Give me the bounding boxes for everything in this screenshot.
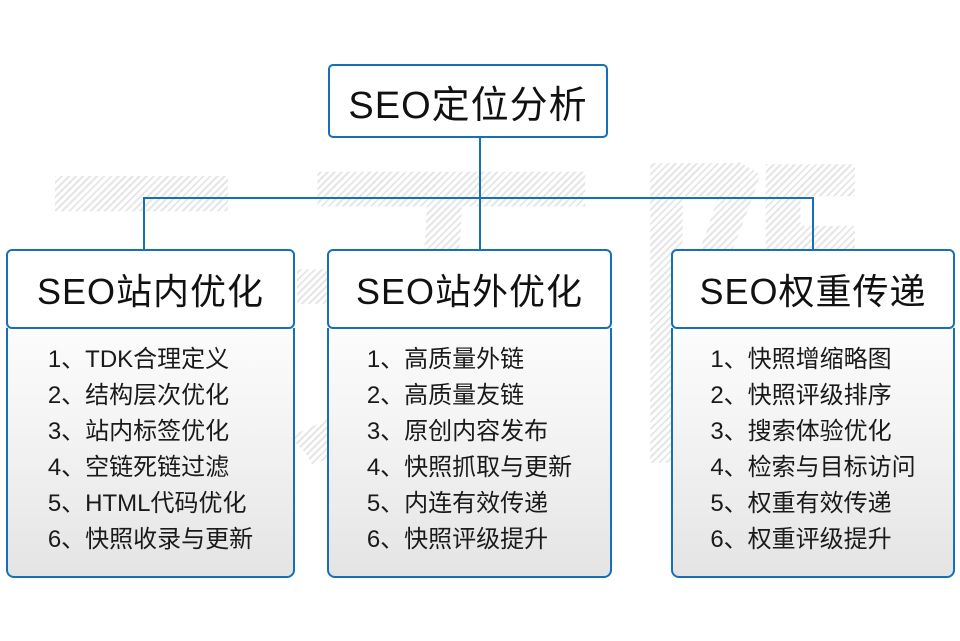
list-item-text: HTML代码优化	[85, 490, 247, 517]
list-item-text: 高质量外链	[404, 346, 525, 373]
list-item-index: 3、	[47, 418, 86, 445]
list-item: 1、快照增缩略图	[710, 342, 915, 378]
list-item: 2、结构层次优化	[48, 378, 253, 414]
branch-item-list: 1、TDK合理定义 2、结构层次优化 3、站内标签优化 4、空链死链过滤 5、H…	[48, 342, 253, 558]
list-item-index: 1、	[366, 346, 405, 373]
branch-body: 1、TDK合理定义 2、结构层次优化 3、站内标签优化 4、空链死链过滤 5、H…	[6, 328, 295, 578]
list-item-text: 站内标签优化	[85, 418, 230, 445]
list-item: 5、HTML代码优化	[48, 486, 253, 522]
list-item: 5、权重有效传递	[710, 486, 915, 522]
list-item: 3、站内标签优化	[48, 414, 253, 450]
list-item-index: 6、	[47, 526, 86, 553]
branch-header-label: SEO站外优化	[355, 271, 584, 312]
branch-header-label: SEO站内优化	[36, 271, 265, 312]
list-item: 4、检索与目标访问	[710, 450, 915, 486]
list-item-text: 快照抓取与更新	[404, 454, 573, 481]
connector-drop-right	[812, 197, 814, 249]
list-item: 6、快照评级提升	[367, 522, 572, 558]
connector-horizontal-bar	[143, 197, 814, 199]
list-item-text: 权重有效传递	[747, 490, 892, 517]
list-item: 3、原创内容发布	[367, 414, 572, 450]
list-item-index: 1、	[710, 346, 748, 373]
list-item-text: 快照增缩略图	[747, 346, 892, 373]
root-node: SEO定位分析	[328, 64, 608, 138]
list-item: 1、高质量外链	[367, 342, 572, 378]
list-item: 6、权重评级提升	[710, 522, 915, 558]
list-item-index: 4、	[47, 454, 86, 481]
list-item-text: 快照评级提升	[404, 526, 549, 553]
list-item-index: 4、	[366, 454, 405, 481]
connector-drop-middle	[479, 197, 481, 249]
list-item-text: TDK合理定义	[85, 346, 230, 373]
branch-item-list: 1、高质量外链 2、高质量友链 3、原创内容发布 4、快照抓取与更新 5、内连有…	[367, 342, 572, 558]
branch-header-label: SEO权重传递	[699, 271, 927, 312]
list-item-index: 6、	[366, 526, 405, 553]
list-item-text: 原创内容发布	[404, 418, 549, 445]
list-item: 1、TDK合理定义	[48, 342, 253, 378]
branch-header: SEO站内优化	[6, 249, 295, 329]
branch-column-seo-onsite: SEO站内优化 1、TDK合理定义 2、结构层次优化 3、站内标签优化 4、空链…	[6, 249, 295, 578]
list-item-index: 2、	[710, 382, 748, 409]
list-item-text: 空链死链过滤	[85, 454, 230, 481]
list-item-text: 检索与目标访问	[747, 454, 916, 481]
branch-body: 1、高质量外链 2、高质量友链 3、原创内容发布 4、快照抓取与更新 5、内连有…	[327, 328, 612, 578]
list-item-index: 2、	[47, 382, 86, 409]
list-item-index: 5、	[710, 490, 748, 517]
list-item: 2、高质量友链	[367, 378, 572, 414]
list-item-index: 6、	[710, 526, 748, 553]
branch-header: SEO站外优化	[327, 249, 612, 329]
list-item-index: 3、	[366, 418, 405, 445]
list-item-index: 2、	[366, 382, 405, 409]
list-item-index: 3、	[710, 418, 748, 445]
list-item-text: 权重评级提升	[747, 526, 892, 553]
connector-trunk-vertical	[479, 137, 481, 199]
list-item-text: 高质量友链	[404, 382, 525, 409]
list-item: 5、内连有效传递	[367, 486, 572, 522]
connector-drop-left	[143, 197, 145, 249]
list-item: 4、空链死链过滤	[48, 450, 253, 486]
list-item: 3、搜索体验优化	[710, 414, 915, 450]
branch-header: SEO权重传递	[671, 249, 955, 329]
branch-column-seo-offsite: SEO站外优化 1、高质量外链 2、高质量友链 3、原创内容发布 4、快照抓取与…	[327, 249, 612, 578]
list-item-text: 快照评级排序	[747, 382, 892, 409]
list-item-index: 1、	[47, 346, 86, 373]
list-item-text: 结构层次优化	[85, 382, 230, 409]
list-item-index: 5、	[47, 490, 86, 517]
branch-body: 1、快照增缩略图 2、快照评级排序 3、搜索体验优化 4、检索与目标访问 5、权…	[671, 328, 955, 578]
list-item-index: 4、	[710, 454, 748, 481]
list-item-index: 5、	[366, 490, 405, 517]
list-item-text: 快照收录与更新	[85, 526, 254, 553]
list-item-text: 搜索体验优化	[747, 418, 892, 445]
branch-item-list: 1、快照增缩略图 2、快照评级排序 3、搜索体验优化 4、检索与目标访问 5、权…	[710, 342, 915, 558]
list-item: 6、快照收录与更新	[48, 522, 253, 558]
branch-column-seo-weight: SEO权重传递 1、快照增缩略图 2、快照评级排序 3、搜索体验优化 4、检索与…	[671, 249, 955, 578]
list-item: 2、快照评级排序	[710, 378, 915, 414]
list-item: 4、快照抓取与更新	[367, 450, 572, 486]
list-item-text: 内连有效传递	[404, 490, 549, 517]
root-node-title: SEO定位分析	[348, 84, 588, 127]
